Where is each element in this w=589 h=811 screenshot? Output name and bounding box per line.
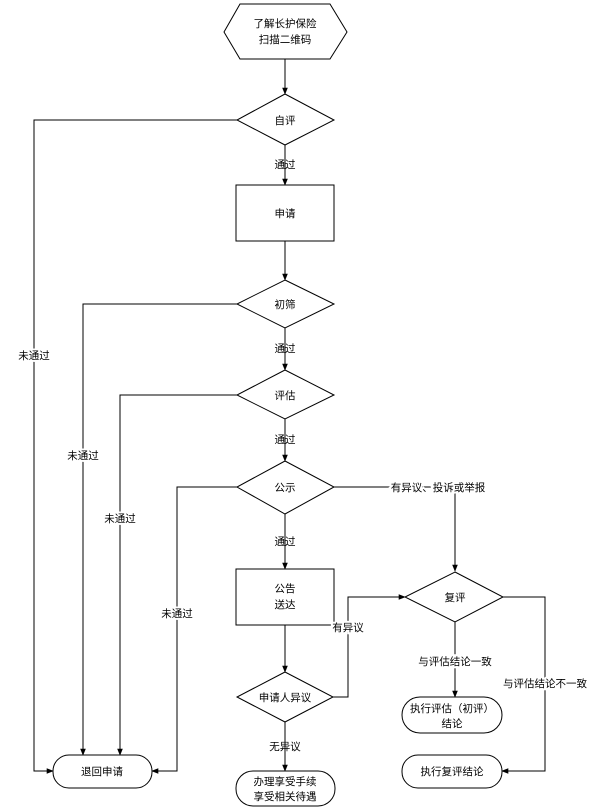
edge-screen-fail — [80, 303, 237, 756]
exec-review-label: 执行复评结论 — [421, 765, 484, 778]
publicize-label: 公示 — [275, 482, 296, 494]
exec-initial-line2: 结论 — [442, 717, 463, 730]
assess-decision: 评估 — [235, 369, 336, 420]
apply-label: 申请 — [275, 207, 296, 220]
label-objection-complaint: 有异议、投诉或举报 — [391, 481, 486, 494]
handle-benefit-terminal: 办理享受手续 享受相关待遇 — [235, 770, 336, 807]
edges — [33, 59, 546, 774]
announce-line2: 送达 — [275, 598, 296, 611]
edge-review-inconsistent — [501, 596, 546, 774]
label-fail-public: 未通过 — [161, 607, 193, 620]
start-node-line2: 扫描二维码 — [259, 33, 312, 46]
edge-self-eval-fail — [33, 119, 237, 774]
apply-process: 申请 — [235, 184, 335, 242]
exec-review-terminal: 执行复评结论 — [401, 754, 503, 789]
label-has-objection: 有异议 — [332, 621, 364, 634]
edge-publicize-fail — [151, 486, 237, 774]
return-apply-label: 退回申请 — [81, 765, 123, 778]
applicant-objection-label: 申请人异议 — [259, 691, 312, 704]
announce-process: 公告 送达 — [235, 568, 335, 626]
label-fail-self: 未通过 — [18, 349, 50, 362]
edge-objection-to-review — [333, 594, 406, 698]
publicize-decision: 公示 — [235, 460, 336, 515]
label-pass-screen: 通过 — [275, 342, 296, 355]
label-pass-assess: 通过 — [275, 433, 296, 446]
label-fail-screen: 未通过 — [67, 449, 99, 462]
label-inconsistent: 与评估结论不一致 — [503, 677, 587, 690]
screen-decision: 初筛 — [235, 279, 336, 329]
edge-assess-fail — [117, 394, 237, 756]
start-node-line1: 了解长护保险 — [254, 17, 317, 30]
start-node: 了解长护保险 扫描二维码 — [223, 3, 348, 60]
return-apply-terminal: 退回申请 — [52, 754, 153, 789]
review-decision: 复评 — [403, 571, 505, 623]
exec-initial-line1: 执行评估（初评） — [410, 702, 494, 715]
exec-initial-terminal: 执行评估（初评） 结论 — [401, 696, 503, 734]
self-eval-decision: 自评 — [235, 93, 336, 146]
label-pass-self: 通过 — [275, 158, 296, 171]
label-fail-assess: 未通过 — [104, 512, 136, 525]
assess-label: 评估 — [275, 389, 296, 402]
handle-benefit-line2: 享受相关待遇 — [254, 790, 317, 803]
label-consistent: 与评估结论一致 — [418, 655, 492, 668]
self-eval-label: 自评 — [275, 114, 296, 127]
label-pass-public: 通过 — [275, 535, 296, 548]
screen-label: 初筛 — [275, 298, 296, 311]
label-no-objection: 无异议 — [269, 741, 301, 753]
applicant-objection-decision: 申请人异议 — [235, 671, 335, 723]
handle-benefit-line1: 办理享受手续 — [254, 775, 317, 788]
review-label: 复评 — [445, 591, 466, 604]
edge-publicize-to-review — [334, 486, 458, 572]
edge-labels: 通过 未通过 通过 未通过 通过 未通过 通过 未通过 有异议、投诉或举报 有异… — [16, 158, 589, 753]
announce-line1: 公告 — [275, 582, 296, 595]
